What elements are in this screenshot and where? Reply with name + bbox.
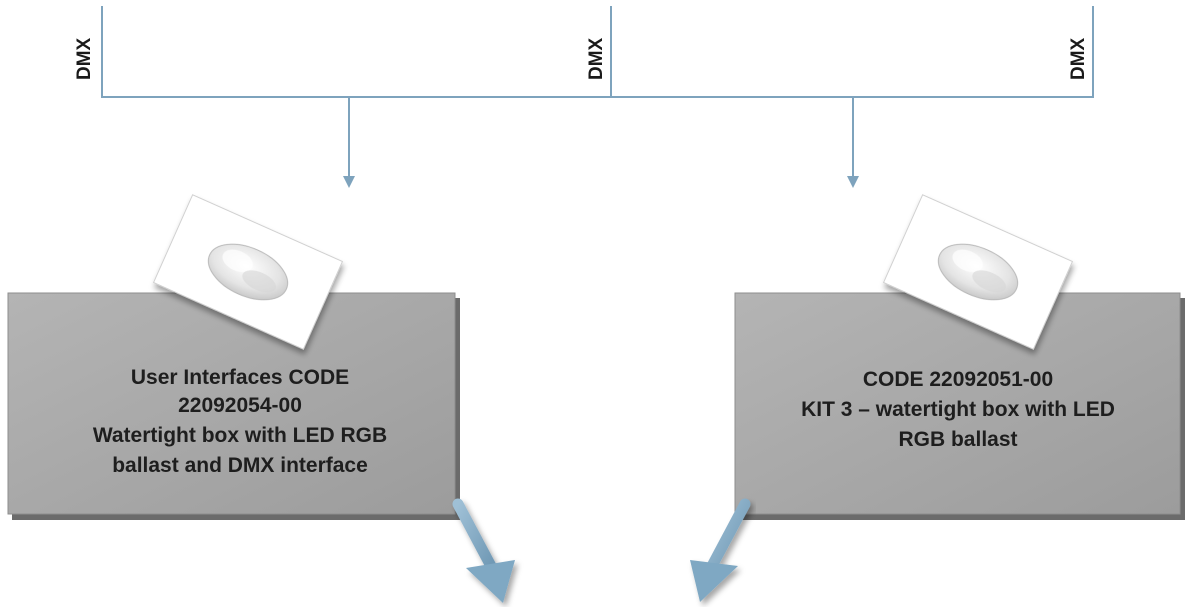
dmx-label-middle: DMX: [586, 37, 607, 80]
ballast-box-left: User Interfaces CODE 22092054-00 Waterti…: [7, 292, 460, 520]
dmx-label-right: DMX: [1068, 37, 1089, 80]
box-line: ballast and DMX interface: [112, 454, 368, 477]
dmx-bus: [101, 6, 1094, 178]
box-line: RGB ballast: [898, 428, 1017, 451]
box-body: [7, 292, 456, 515]
box-line: KIT 3 – watertight box with LED: [801, 398, 1115, 421]
down-arrow-right-icon: [847, 176, 859, 188]
ballast-box-right: CODE 22092051-00 KIT 3 – watertight box …: [734, 292, 1185, 520]
box-body: [734, 292, 1181, 515]
down-arrow-left-icon: [343, 176, 355, 188]
box-line: 22092054-00: [178, 394, 302, 417]
box-line: CODE 22092051-00: [863, 368, 1053, 391]
ballast-box-photo-icon: [152, 194, 344, 350]
output-arrow-left-icon: [452, 498, 515, 603]
ballast-box-photo-icon: [882, 194, 1074, 350]
output-arrow-right-icon: [690, 498, 751, 602]
dmx-label-left: DMX: [74, 37, 95, 80]
box-line: Watertight box with LED RGB: [93, 424, 387, 447]
box-line: User Interfaces CODE: [131, 366, 349, 389]
